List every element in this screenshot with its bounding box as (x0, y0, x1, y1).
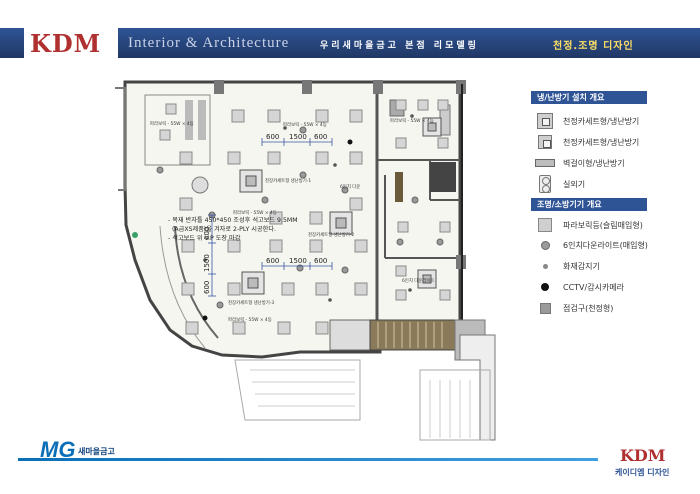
dim-bottom-2: 1500 (289, 257, 307, 265)
stair-area (234, 319, 496, 441)
label-ac-1: 천장카세트형 냉난방기-1 (265, 177, 311, 184)
legend-hvac-label: 실외기 (563, 179, 586, 189)
legend-hvac-item: 천정카세트형/냉난방기 (535, 112, 639, 130)
fire-detector-icon (535, 257, 555, 275)
legend-hvac-label: 벽걸이형/냉난방기 (563, 158, 625, 168)
left-wing (132, 94, 211, 238)
dim-bottom-1: 600 (266, 257, 279, 265)
label-right-top: 파라보릭 - 55W × 4등 (390, 117, 434, 124)
note-line-2: (A급XS제품)을 겨자로 2-PLY 시공한다. (172, 225, 276, 233)
header-logo: KDM (30, 29, 102, 58)
label-right-low: 6인치 다운라이트 (402, 277, 434, 284)
dim-vert-3: 600 (203, 281, 211, 294)
ceiling-cassette-units (239, 117, 442, 295)
panel-light-icon (535, 216, 555, 234)
note-line-3: - 석고보드 위 V.P 도장 마감 (168, 234, 241, 242)
label-top-left: 파라보릭 - 55W × 4등 (150, 120, 194, 127)
cctv-cameras (202, 139, 353, 321)
dim-top-1: 600 (266, 133, 279, 141)
legend-lighting-item: 6인치다운라이트(매입형) (535, 236, 648, 254)
project-title: 우리새마을금고 본점 리모델링 (320, 41, 479, 51)
dim-vert-1: 600 (203, 227, 211, 240)
label-bottom: 파라보릭 - 55W × 4등 (228, 316, 272, 323)
legend-lighting-item: 점검구(천정형) (535, 299, 613, 317)
legend-lighting-label: 화재감지기 (563, 261, 600, 271)
dim-top-2: 1500 (289, 133, 307, 141)
footer-company-name: 케이디엠 디자인 (615, 468, 670, 477)
note-line-1: - 목재 반자틀 450*450 조성후 석고보드 9.5MM (168, 216, 298, 224)
legend-lighting-item: 화재감지기 (535, 257, 600, 275)
outdoor-unit-icon (535, 175, 555, 193)
legend-hvac-title: 냉/난방기 설치 개요 (531, 91, 647, 104)
footer-rule (18, 458, 598, 461)
section-title: 천정.조명 디자인 (553, 41, 634, 52)
panel-lights (159, 99, 451, 335)
dim-top-3: 600 (314, 133, 327, 141)
label-center-top: 파라보릭 - 55W × 4등 (283, 121, 327, 128)
footer-company-logo: KDM (620, 446, 666, 465)
building-walls (115, 80, 466, 359)
legend-lighting-label: 파라보릭등(슬림매입형) (563, 220, 643, 230)
label-ac-2: 천장카세트형 냉난방기-2 (308, 231, 354, 238)
wall-mounted-unit-icon (535, 154, 555, 172)
label-right-mid: 6인치 다운 (340, 183, 360, 190)
footer-brand-sub: 새마을금고 (78, 447, 115, 456)
downlight-icon (535, 236, 555, 254)
legend-lighting-item: 파라보릭등(슬림매입형) (535, 216, 643, 234)
legend-hvac-item: 벽걸이형/냉난방기 (535, 154, 625, 172)
dim-bottom-3: 600 (314, 257, 327, 265)
legend-hvac-item: 실외기 (535, 175, 585, 193)
header-logo-box (24, 26, 118, 60)
label-ac-3: 천장카세트형 냉난방기-3 (228, 299, 274, 306)
header-subtitle: Interior & Architecture (128, 35, 290, 51)
legend-lighting-title: 조명/소방기기 개요 (531, 198, 647, 211)
legend-lighting-label: CCTV/감시카메라 (563, 282, 625, 292)
legend-hvac-item: 천정카세트형/냉난방기 (535, 133, 639, 151)
ceiling-cassette-icon (535, 133, 555, 151)
downlights (156, 126, 444, 309)
legend-lighting-label: 점검구(천정형) (563, 303, 614, 313)
legend-lighting-label: 6인치다운라이트(매입형) (563, 240, 648, 250)
footer-brand-logo: MG (40, 437, 76, 462)
dim-vert-2: 1500 (203, 254, 211, 272)
label-mid-left: 파라보릭 - 55W × 4등 (233, 209, 277, 216)
legend-lighting-item: CCTV/감시카메라 (535, 278, 624, 296)
dimension-lines (208, 138, 333, 297)
fire-detectors (203, 114, 414, 302)
legend-hvac-label: 천정카세트형/냉난방기 (563, 137, 640, 147)
ceiling-cassette-4way-icon (535, 112, 555, 130)
legend-hvac-label: 천정카세트형/냉난방기 (563, 116, 640, 126)
cctv-icon (535, 278, 555, 296)
inspection-hatch-icon (535, 299, 555, 317)
